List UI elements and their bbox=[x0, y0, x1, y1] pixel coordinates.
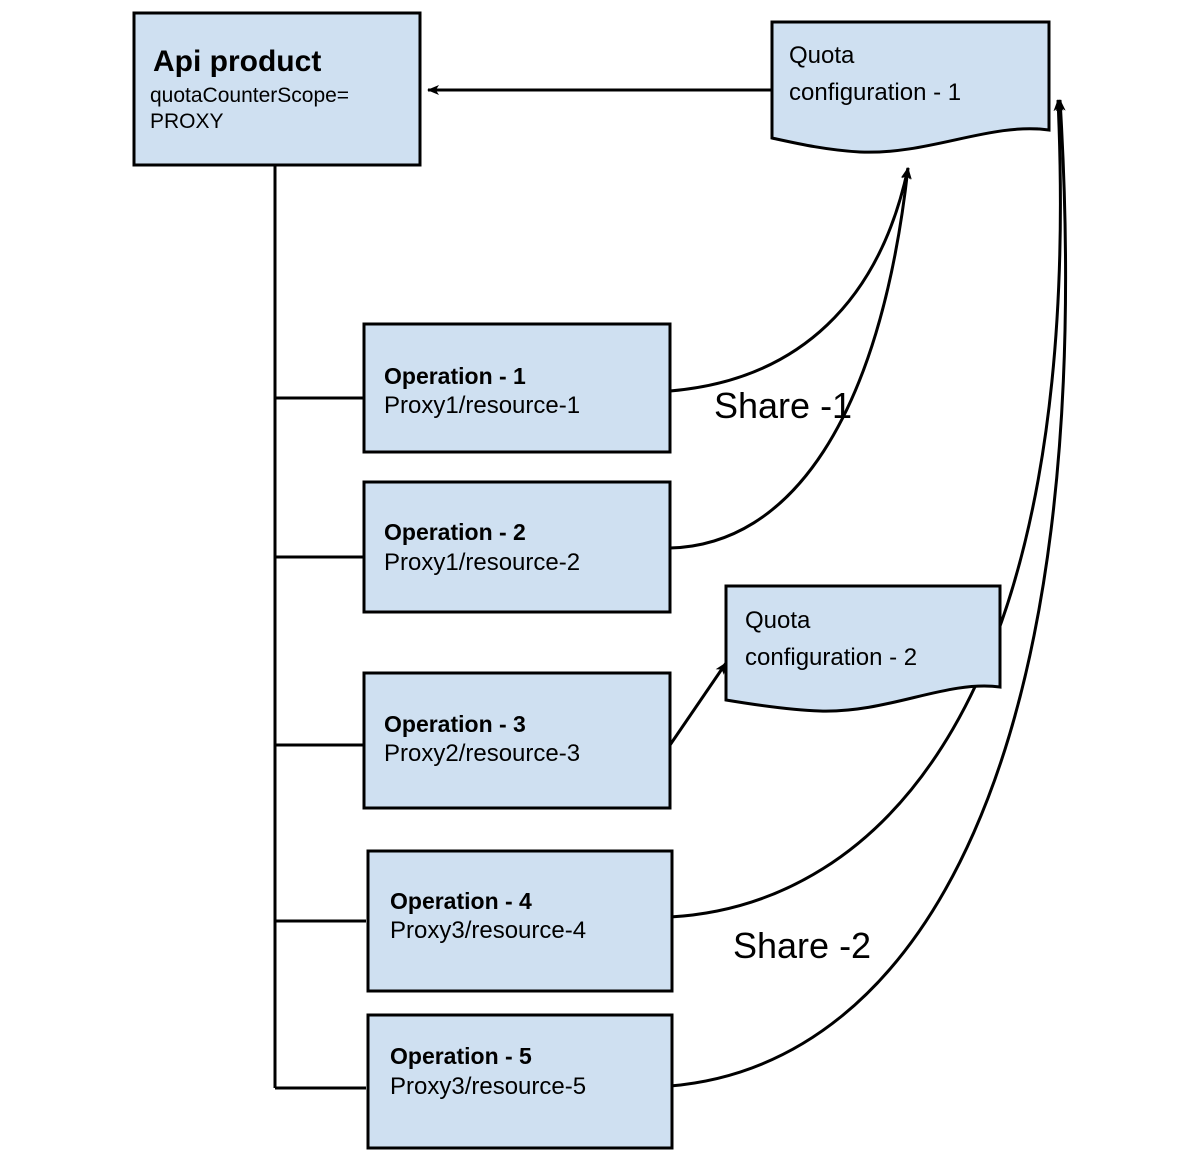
edge-label-share-1: Share -1 bbox=[714, 385, 853, 426]
edge-operation-4-to-quota-1 bbox=[669, 99, 1064, 919]
node-operation-1-box[interactable] bbox=[362, 322, 672, 454]
node-quota-configuration-1-shape[interactable] bbox=[770, 20, 1051, 154]
node-quota-configuration-2-shape[interactable] bbox=[724, 584, 1002, 713]
node-api-product-box[interactable] bbox=[132, 11, 422, 167]
edge-operation-3-to-quota-2 bbox=[668, 662, 728, 746]
node-operation-4-box[interactable] bbox=[366, 849, 674, 993]
edge-label-share-2: Share -2 bbox=[733, 925, 872, 966]
edge-operation-1-to-quota-1 bbox=[669, 167, 911, 393]
node-operation-3-box[interactable] bbox=[362, 671, 672, 810]
edge-operation-2-to-quota-1 bbox=[669, 167, 912, 550]
node-operation-5-box[interactable] bbox=[366, 1013, 674, 1150]
edge-operation-5-to-quota-1 bbox=[669, 99, 1068, 1088]
node-operation-2-box[interactable] bbox=[362, 480, 672, 614]
